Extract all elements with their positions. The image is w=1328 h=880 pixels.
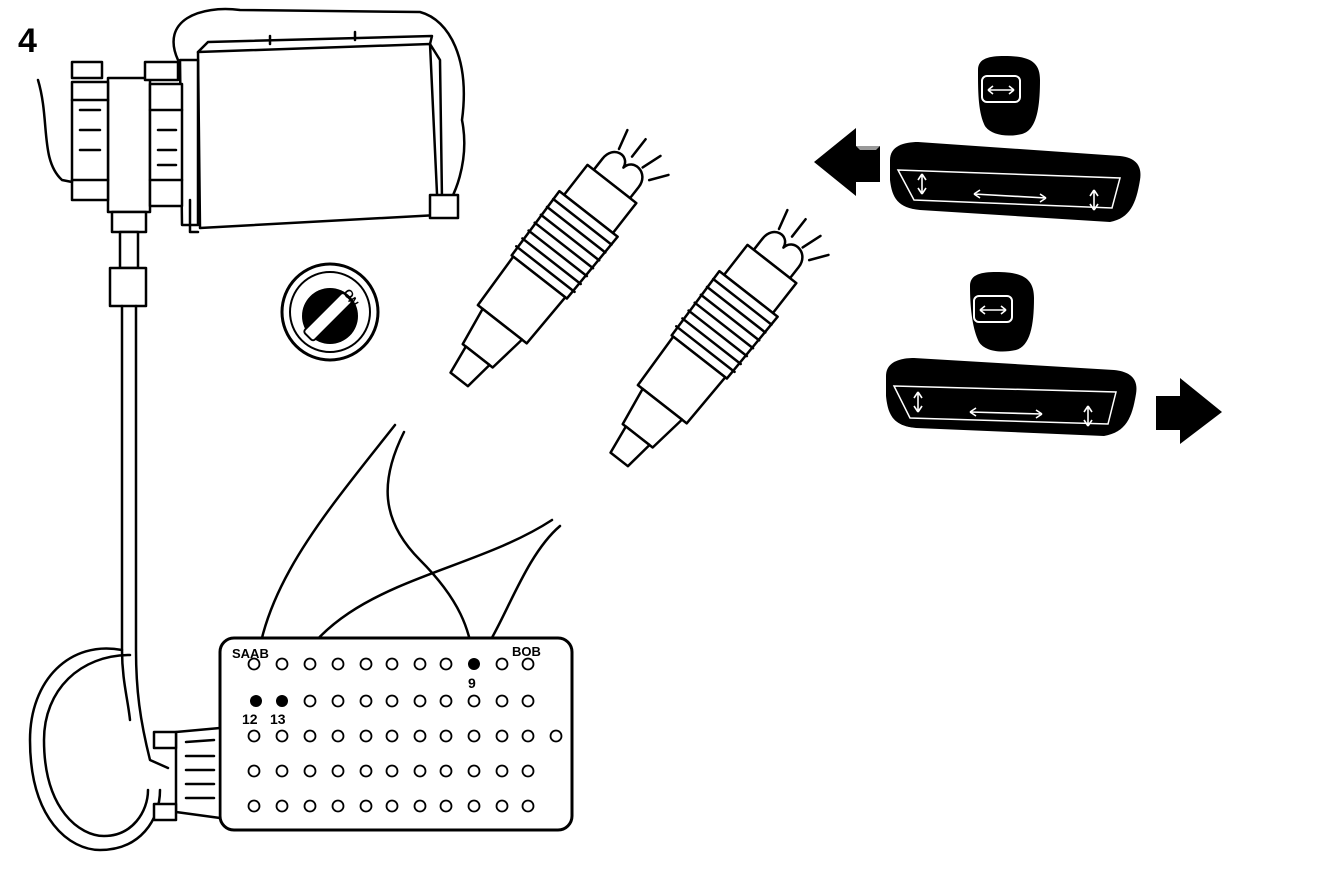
pin-socket: [495, 799, 509, 813]
pin-socket: [303, 657, 317, 671]
pin-socket: [467, 729, 481, 743]
pin-socket: [521, 799, 535, 813]
main-harness-cable: [28, 304, 170, 852]
pin-socket: [439, 657, 453, 671]
pin-socket: [467, 799, 481, 813]
switch-top-group: [814, 56, 1141, 222]
pin-socket: [521, 764, 535, 778]
test-lamp-lower: [609, 208, 830, 468]
pin-socket: [359, 694, 373, 708]
pin-socket: [413, 694, 427, 708]
pin-socket: [303, 799, 317, 813]
pin-12-connected: [250, 695, 262, 707]
pin-socket: [385, 764, 399, 778]
pin-socket: [521, 694, 535, 708]
step-number: 4: [18, 22, 37, 60]
pin-socket: [275, 657, 289, 671]
brand-left-label: SAAB: [232, 646, 269, 661]
pin-socket: [331, 729, 345, 743]
switch-knob-top: [978, 56, 1040, 136]
pin-socket: [359, 799, 373, 813]
pin-socket: [413, 729, 427, 743]
pin-13-label: 13: [270, 711, 286, 727]
pin-socket: [359, 729, 373, 743]
switch-knob-bottom: [970, 272, 1034, 352]
pin-socket: [303, 729, 317, 743]
switch-bar-top: [890, 142, 1141, 222]
ignition-switch: ON: [280, 262, 380, 362]
pin-socket: [303, 764, 317, 778]
pin-12-label: 12: [242, 711, 258, 727]
pin-socket: [331, 764, 345, 778]
pin-socket: [247, 799, 261, 813]
pin-socket: [331, 694, 345, 708]
pin-9-label: 9: [468, 675, 476, 691]
pin-socket: [439, 729, 453, 743]
pin-socket: [495, 729, 509, 743]
pin-socket: [385, 657, 399, 671]
pin-socket: [495, 764, 509, 778]
pin-socket: [413, 764, 427, 778]
pin-socket: [439, 694, 453, 708]
lamp-glow-upper: [617, 128, 670, 182]
pin-socket: [275, 799, 289, 813]
pin-socket: [439, 764, 453, 778]
switch-bottom-group: [886, 272, 1222, 444]
pin-socket: [521, 657, 535, 671]
pin-grid: [247, 657, 563, 813]
pin-socket: [331, 799, 345, 813]
pin-socket: [385, 729, 399, 743]
pin-socket: [247, 764, 261, 778]
pin-socket: [385, 799, 399, 813]
arrow-left-icon: [814, 128, 880, 196]
pin-socket: [521, 729, 535, 743]
pin-socket: [359, 657, 373, 671]
pin-socket: [275, 764, 289, 778]
pin-socket: [495, 694, 509, 708]
pin-socket: [247, 729, 261, 743]
pin-9-connected: [468, 658, 480, 670]
pin-socket: [359, 764, 373, 778]
control-unit: [36, 7, 466, 308]
arrow-right-icon: [1156, 378, 1222, 444]
pin-13-connected: [276, 695, 288, 707]
switch-bar-bottom: [886, 358, 1137, 436]
pin-socket: [275, 729, 289, 743]
lamp-glow-lower: [777, 208, 830, 262]
pin-socket: [247, 657, 261, 671]
pin-socket: [413, 799, 427, 813]
pin-socket: [467, 764, 481, 778]
pin-socket: [303, 694, 317, 708]
pin-socket: [385, 694, 399, 708]
pin-socket: [439, 799, 453, 813]
pin-socket: [331, 657, 345, 671]
pin-socket: [495, 657, 509, 671]
pin-socket: [467, 694, 481, 708]
pin-socket: [413, 657, 427, 671]
pin-socket: [549, 729, 563, 743]
test-lamp-upper: [449, 128, 670, 388]
brand-right-label: BOB: [512, 644, 541, 659]
breakout-box: SAAB BOB 12 13 9: [152, 636, 574, 832]
